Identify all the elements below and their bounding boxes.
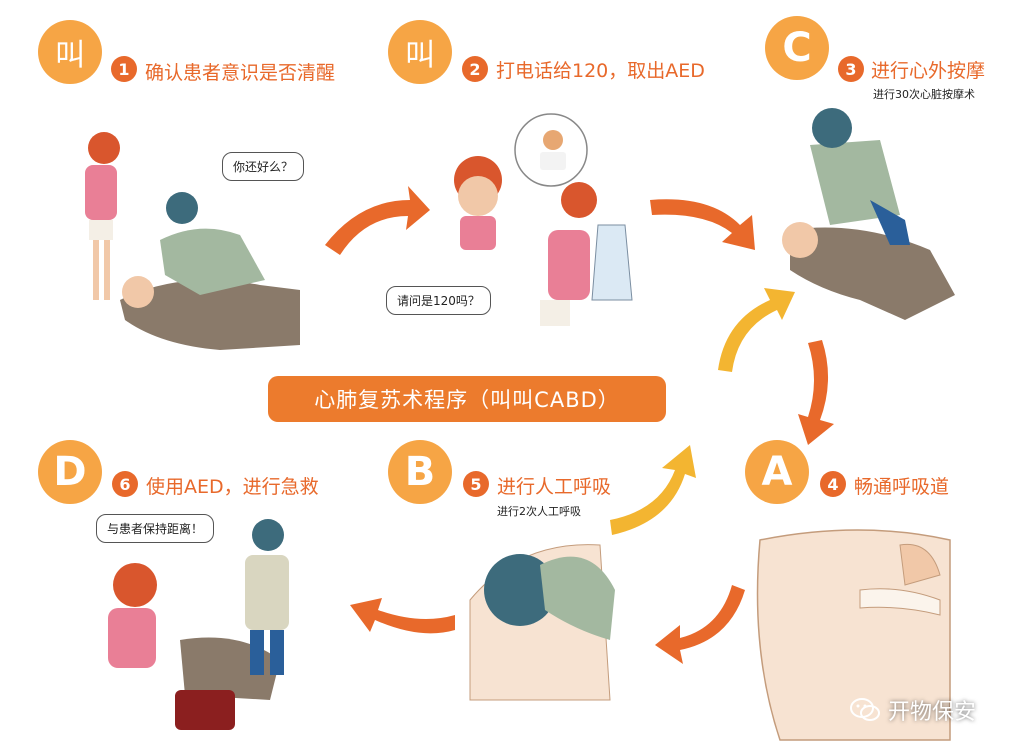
step-2-label: 打电话给120，取出AED (496, 60, 705, 82)
watermark: 开物保安 (850, 694, 976, 726)
watermark-text: 开物保安 (888, 700, 977, 725)
step-4-badge: A (745, 440, 809, 504)
step-2-badge-text: 叫 (405, 38, 435, 73)
flow-arrows (325, 186, 834, 664)
step-1-badge: 叫 (38, 20, 102, 84)
bubble-call-120: 请问是120吗？ (386, 286, 491, 315)
step-5-badge-text: B (404, 449, 436, 495)
step-3-sub: 进行30次心脏按摩术 (873, 88, 975, 101)
step-6-badge: D (38, 440, 102, 504)
bubble-are-you-ok: 你还好么？ (222, 152, 305, 181)
arrow-2-to-3 (650, 199, 755, 250)
step-5-badge: B (388, 440, 452, 504)
step-5-sub: 进行2次人工呼吸 (497, 505, 581, 518)
step-6-label: 使用AED，进行急救 (146, 476, 319, 498)
arrow-b-to-banner (610, 445, 696, 535)
step-2-number: 2 (462, 56, 488, 82)
bubble-keep-distance: 与患者保持距离！ (96, 514, 215, 543)
step-5-label: 进行人工呼吸 (497, 476, 612, 498)
scene-5-illustration (469, 544, 615, 701)
step-3-label: 进行心外按摩 (871, 60, 986, 82)
scene-6-illustration (108, 519, 289, 730)
arrow-banner-to-c (718, 288, 795, 372)
arrow-5-to-6 (350, 598, 455, 634)
arrow-3-to-4 (798, 340, 834, 445)
wechat-icon (850, 698, 880, 721)
page-title: 心肺复苏术程序（叫叫CABD） (268, 376, 666, 422)
step-4-badge-text: A (761, 449, 793, 495)
step-3-badge-text: C (782, 25, 812, 71)
step-1-badge-text: 叫 (55, 38, 85, 73)
step-3-badge: C (765, 16, 829, 80)
step-3-number: 3 (838, 56, 864, 82)
step-4-label: 畅通呼吸道 (854, 476, 950, 498)
step-6-badge-text: D (53, 449, 87, 495)
step-5-number: 5 (463, 471, 489, 497)
step-1-number: 1 (111, 56, 137, 82)
scene-4-illustration (756, 529, 951, 741)
arrow-1-to-2 (325, 186, 430, 255)
step-2-badge: 叫 (388, 20, 452, 84)
step-6-number: 6 (112, 471, 138, 497)
scene-2-illustration (454, 113, 633, 326)
step-1-label: 确认患者意识是否清醒 (145, 62, 336, 84)
scene-1-illustration (85, 132, 300, 350)
arrow-4-to-5 (655, 585, 745, 664)
step-4-number: 4 (820, 471, 846, 497)
scene-3-illustration (782, 108, 955, 320)
